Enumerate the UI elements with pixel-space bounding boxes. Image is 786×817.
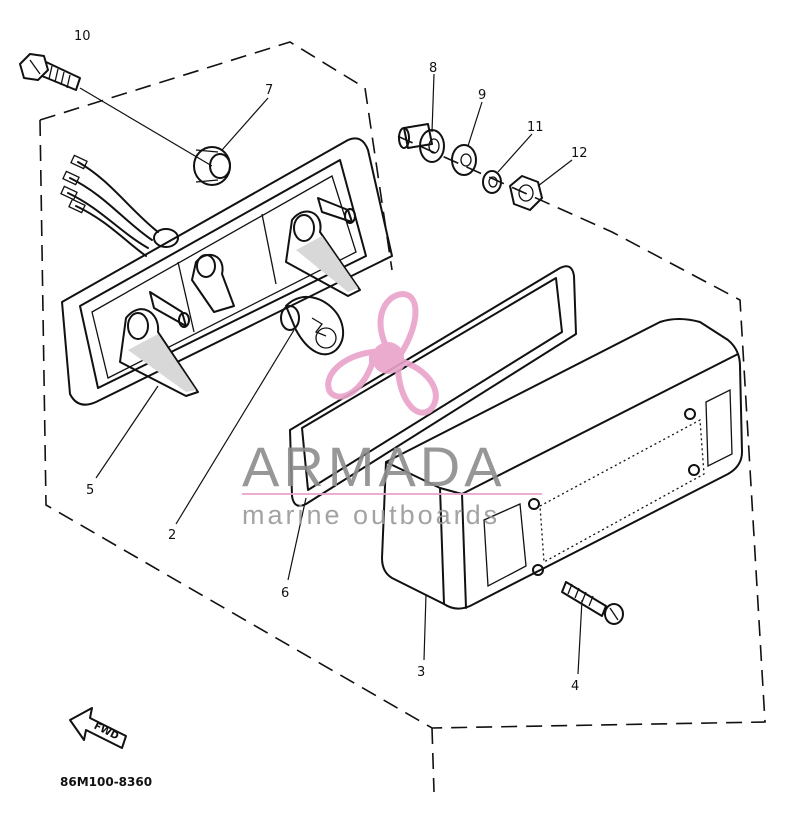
callout-8: 8 [429,61,437,76]
watermark: ARMADA marine outboards [242,290,542,530]
lens-part [381,318,743,610]
callout-labels: 10 7 8 9 11 12 5 2 6 3 4 [74,29,588,694]
drawing-code: 86M100-8360 [60,775,152,789]
assembly-boundary [39,41,766,793]
leader-lines [79,73,583,675]
gasket-part [289,265,577,507]
callout-3: 3 [417,665,425,680]
wire-harness [60,154,179,257]
washer-part [451,144,477,176]
nut-part [509,175,543,211]
callout-2: 2 [168,528,176,543]
callout-5: 5 [86,483,94,498]
forward-direction-arrow: FWD [69,707,127,749]
callout-7: 7 [265,83,273,98]
callout-6: 6 [281,586,289,601]
callout-9: 9 [478,88,486,103]
collar-part [398,123,445,163]
bulb-part [280,296,345,356]
watermark-title: ARMADA [242,435,506,498]
bolt-part [19,53,81,91]
lamp-housing-part [61,137,393,406]
watermark-subtitle: marine outboards [242,500,500,530]
callout-4: 4 [571,679,579,694]
callout-10: 10 [74,29,91,44]
callout-11: 11 [527,120,544,135]
screw-part [561,581,624,625]
lock-washer-part [482,170,502,194]
propeller-logo-icon [325,290,439,416]
callout-12: 12 [571,146,588,161]
grommet-part [193,146,231,186]
